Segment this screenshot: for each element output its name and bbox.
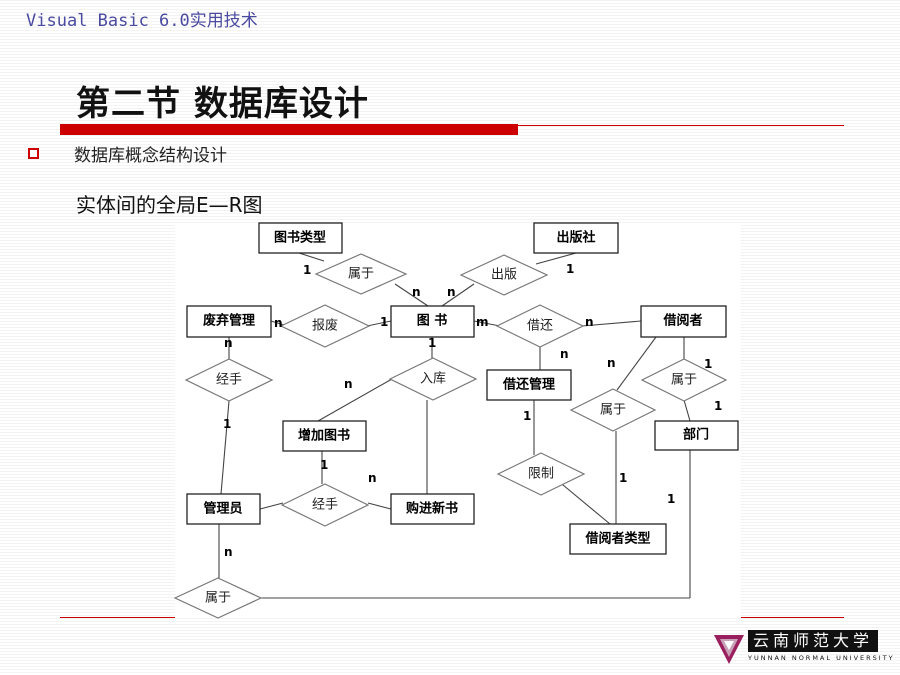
cardinality-label: 1: [380, 315, 388, 329]
footer-line-right: [741, 617, 844, 618]
logo-chinese-name: 云南师范大学: [748, 630, 878, 652]
relation-stock-in: 入库: [388, 357, 478, 401]
cardinality-label: 1: [667, 492, 675, 506]
entity-book-type: 图书类型: [258, 222, 343, 254]
svg-text:图 书: 图 书: [417, 313, 448, 329]
entity-book: 图 书: [390, 305, 475, 338]
bullet-square-icon: [28, 148, 39, 159]
cardinality-label: 1: [223, 417, 231, 431]
cardinality-label: m: [476, 315, 489, 329]
header-title: Visual Basic 6.0实用技术: [26, 11, 258, 31]
connector-lines: [218, 252, 691, 599]
cardinality-label: 1: [704, 357, 712, 371]
svg-text:报废: 报废: [312, 318, 338, 334]
svg-text:购进新书: 购进新书: [406, 501, 458, 517]
cardinality-label: 1: [714, 399, 722, 413]
entity-borrower-type: 借阅者类型: [569, 523, 667, 555]
cardinality-label: n: [224, 336, 233, 350]
cardinality-label: 1: [320, 458, 328, 472]
title-underline-bar: [60, 124, 518, 135]
entity-manager: 管理员: [186, 493, 261, 525]
svg-text:出版: 出版: [491, 268, 517, 283]
cardinality-label: n: [585, 315, 594, 329]
slide-title: 第二节 数据库设计: [76, 84, 369, 124]
logo-english-name: YUNNAN NORMAL UNIVERSITY: [748, 654, 895, 662]
entity-publisher: 出版社: [533, 222, 619, 254]
cardinality-label: 1: [428, 336, 436, 350]
svg-text:借还管理: 借还管理: [502, 377, 555, 393]
relation-handle-discard: 经手: [184, 358, 274, 402]
relation-belongs-booktype: 属于: [314, 253, 408, 295]
svg-text:借还: 借还: [527, 319, 553, 334]
relation-belongs-borrowertype: 属于: [569, 388, 657, 432]
relation-publish: 出版: [459, 254, 549, 296]
relation-belongs-manager: 属于: [173, 577, 263, 619]
relation-limit: 限制: [496, 452, 586, 496]
logo-triangle-icon: [714, 635, 744, 664]
footer-line-left: [60, 617, 175, 618]
svg-text:增加图书: 增加图书: [298, 428, 350, 444]
svg-text:出版社: 出版社: [556, 230, 595, 246]
relation-belongs-department: 属于: [640, 358, 728, 402]
cardinality-label: 1: [303, 263, 311, 277]
cardinality-label: n: [447, 285, 456, 299]
entity-purchase-book: 购进新书: [390, 493, 475, 525]
entity-add-book: 增加图书: [282, 420, 367, 452]
cardinality-label: 1: [523, 409, 531, 423]
relation-handle-purchase: 经手: [280, 483, 370, 527]
cardinality-label: n: [560, 347, 569, 361]
entity-borrower: 借阅者: [640, 305, 727, 338]
svg-text:属于: 属于: [600, 403, 626, 418]
svg-text:入库: 入库: [420, 371, 446, 387]
university-logo: 云南师范大学 YUNNAN NORMAL UNIVERSITY: [712, 630, 893, 666]
entity-borrow-mgmt: 借还管理: [486, 369, 572, 401]
svg-text:废弃管理: 废弃管理: [203, 313, 255, 329]
svg-text:属于: 属于: [671, 373, 697, 388]
cardinality-label: 1: [619, 471, 627, 485]
svg-text:限制: 限制: [528, 467, 554, 482]
cardinality-label: n: [224, 545, 233, 559]
cardinality-label: n: [368, 471, 377, 485]
cardinality-label: n: [607, 356, 616, 370]
cardinality-labels: 1 n n 1 n 1 m n n 1 n n 1 1 1 1 n 1 1 n …: [223, 262, 722, 559]
cardinality-label: n: [344, 377, 353, 391]
svg-text:属于: 属于: [205, 591, 231, 606]
entity-department: 部门: [654, 420, 739, 451]
svg-text:属于: 属于: [348, 267, 374, 282]
relation-borrow-return: 借还: [495, 304, 585, 348]
svg-text:部门: 部门: [683, 427, 709, 443]
relation-scrap: 报废: [279, 304, 371, 348]
bullet-text: 数据库概念结构设计: [74, 146, 227, 166]
svg-text:图书类型: 图书类型: [274, 230, 326, 246]
cardinality-label: n: [274, 316, 283, 330]
svg-text:借阅者类型: 借阅者类型: [584, 531, 650, 547]
svg-text:经手: 经手: [312, 498, 338, 513]
cardinality-label: 1: [566, 262, 574, 276]
title-underline-thin: [518, 125, 844, 126]
er-diagram-heading: 实体间的全局E—R图: [76, 193, 263, 217]
svg-text:管理员: 管理员: [203, 501, 242, 517]
cardinality-label: n: [412, 285, 421, 299]
entity-discard-mgmt: 废弃管理: [186, 305, 272, 338]
svg-text:经手: 经手: [216, 373, 242, 388]
svg-text:借阅者: 借阅者: [662, 313, 702, 329]
